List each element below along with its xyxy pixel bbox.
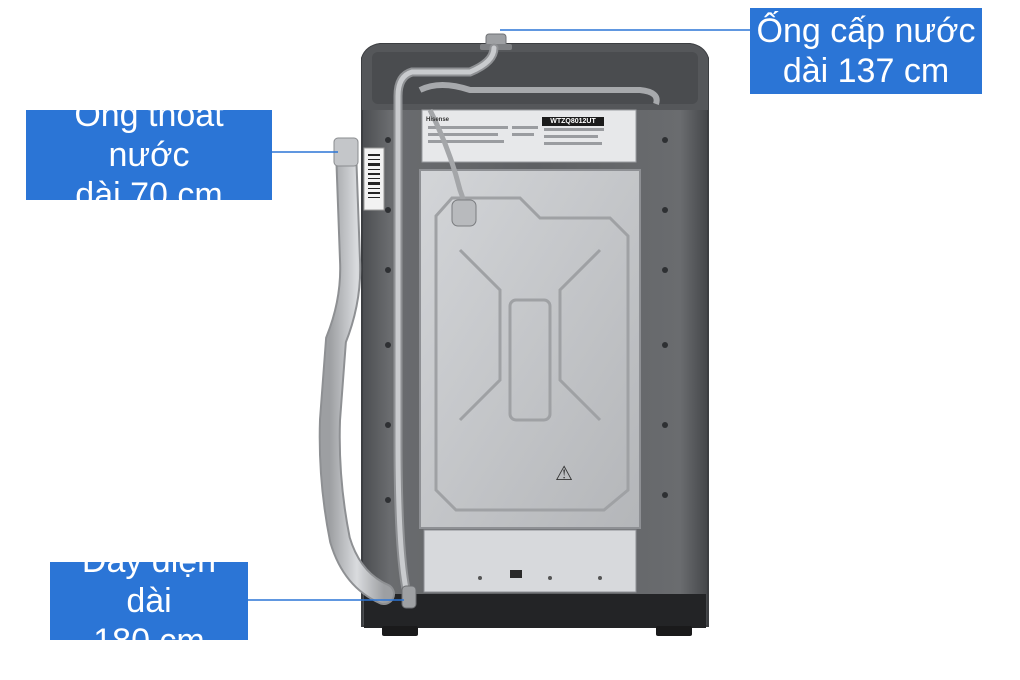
drain-hose-callout-line1: Ống thoát nước bbox=[74, 96, 224, 174]
brand-label: Hisense bbox=[426, 117, 450, 123]
drain-hose-callout: Ống thoát nước dài 70 cm bbox=[26, 96, 272, 214]
water-supply-callout-line2: dài 137 cm bbox=[782, 52, 950, 90]
svg-text:⚠: ⚠ bbox=[555, 461, 573, 485]
machine-base bbox=[364, 594, 706, 636]
water-supply-callout: Ống cấp nước dài 137 cm bbox=[750, 8, 982, 94]
power-cord-callout-line2: 180 cm bbox=[93, 622, 205, 660]
water-supply-hose bbox=[393, 43, 660, 609]
power-cord bbox=[427, 108, 477, 227]
barcode-sticker bbox=[363, 147, 385, 211]
power-cord-callout-line1: Dây điện dài bbox=[81, 542, 217, 620]
callout-lines bbox=[248, 29, 750, 601]
water-supply-callout-line1: Ống cấp nước bbox=[756, 12, 976, 50]
back-panel: ⚠ bbox=[419, 169, 641, 529]
power-cord-callout: Dây điện dài 180 cm bbox=[50, 542, 248, 660]
drain-hose bbox=[318, 137, 395, 605]
service-panel bbox=[423, 529, 637, 593]
model-label: WTZQ8012UT bbox=[542, 117, 604, 126]
drain-hose-callout-line2: dài 70 cm bbox=[75, 176, 223, 214]
